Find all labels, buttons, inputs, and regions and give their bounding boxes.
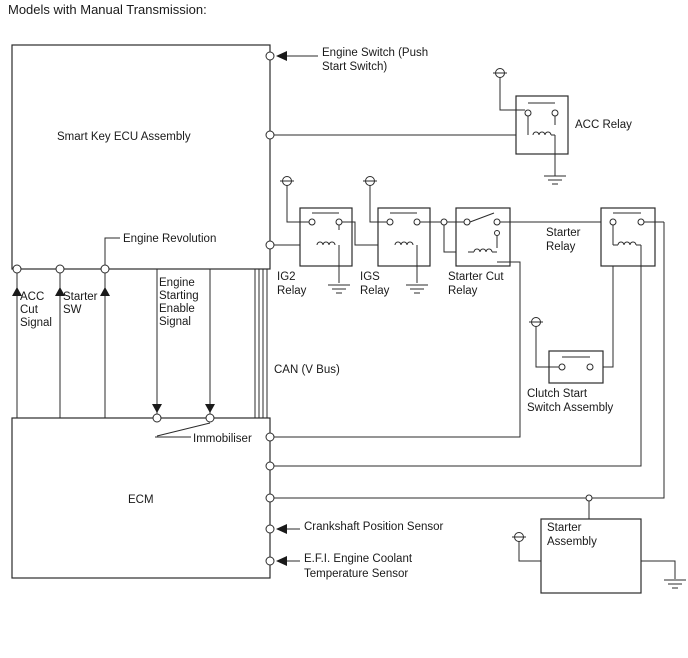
- ig2-to-igs-line: [342, 221, 393, 246]
- igs-relay-internals: [386, 212, 421, 283]
- junction: [440, 218, 448, 226]
- terminal: [265, 432, 275, 442]
- terminal: [55, 264, 65, 274]
- terminal: [205, 413, 215, 423]
- terminal: [265, 51, 275, 61]
- diagram-title: Models with Manual Transmission:: [8, 2, 207, 17]
- clutch-start-switch-label: Clutch Start Switch Assembly: [527, 388, 614, 414]
- starter-sw-label: Starter SW: [63, 291, 101, 316]
- crankshaft-arrow-icon: [276, 524, 287, 534]
- ecm-label: ECM: [128, 494, 154, 506]
- starter-cut-relay-box: [455, 207, 511, 267]
- engine-rev-leader: [104, 237, 120, 265]
- starter-assembly-box: [540, 518, 642, 594]
- ground-icon: [543, 175, 567, 185]
- ground-icon: [663, 579, 687, 589]
- immobiliser-arrow-icon: [205, 404, 215, 413]
- terminal: [12, 264, 22, 274]
- acc-cut-signal-label: ACC Cut Signal: [20, 291, 52, 329]
- crankshaft-sensor-label: Crankshaft Position Sensor: [304, 521, 444, 533]
- igs-power-line: [369, 184, 387, 223]
- coolant-sensor-label: E.F.I. Engine Coolant Temperature Sensor: [304, 553, 415, 580]
- starter-relay-label: Starter Relay: [546, 227, 584, 253]
- starter-relay-to-ecm-line: [274, 245, 642, 467]
- engine-rev-arrow-icon: [100, 287, 110, 296]
- can-bus-lines: [254, 269, 268, 418]
- starter-assembly-label: Starter Assembly: [547, 522, 597, 548]
- power-source-icon: [279, 176, 295, 186]
- immobiliser-leader: [156, 422, 211, 437]
- terminal: [265, 130, 275, 140]
- coolant-arrow-icon: [276, 556, 287, 566]
- power-source-icon: [511, 532, 527, 542]
- engine-switch-arrow-icon: [276, 51, 287, 61]
- terminal: [100, 264, 110, 274]
- junction: [585, 494, 593, 502]
- ig2-power-line: [286, 184, 309, 223]
- smart-key-ecu-label: Smart Key ECU Assembly: [57, 131, 191, 143]
- starter-sw-arrow-icon: [55, 287, 65, 296]
- smart-key-ecu-box: [11, 44, 271, 270]
- terminal: [152, 413, 162, 423]
- acc-cut-arrow-icon: [12, 287, 22, 296]
- terminal: [265, 524, 275, 534]
- immobiliser-label: Immobiliser: [193, 433, 252, 445]
- starter-output-line: [274, 222, 665, 499]
- power-source-icon: [492, 68, 508, 78]
- engine-switch-label: Engine Switch (Push Start Switch): [322, 47, 431, 73]
- starter-ground-line: [641, 560, 676, 579]
- acc-relay-box: [515, 95, 569, 155]
- terminal: [265, 240, 275, 250]
- starter-power-line: [518, 540, 541, 562]
- engine-starting-enable-label: Engine Starting Enable Signal: [159, 277, 202, 328]
- terminal: [265, 493, 275, 503]
- can-bus-label: CAN (V Bus): [274, 364, 340, 376]
- cut-relay-to-ecm-line: [274, 261, 521, 438]
- starter-relay-internals: [609, 212, 664, 246]
- starter-relay-box: [600, 207, 656, 267]
- engine-revolution-label: Engine Revolution: [123, 233, 216, 245]
- terminal: [265, 556, 275, 566]
- power-source-icon: [362, 176, 378, 186]
- acc-relay-internals: [524, 102, 559, 176]
- starting-enable-arrow-icon: [152, 404, 162, 413]
- acc-relay-label: ACC Relay: [575, 119, 632, 131]
- ecm-box: [11, 417, 271, 579]
- acc-power-line: [499, 75, 525, 111]
- ig2-relay-box: [299, 207, 353, 267]
- clutch-power-line: [535, 325, 559, 368]
- power-source-icon: [528, 317, 544, 327]
- ig2-relay-label: IG2 Relay: [277, 271, 307, 297]
- ground-icon: [405, 284, 429, 294]
- igs-relay-label: IGS Relay: [360, 271, 390, 297]
- terminal: [265, 461, 275, 471]
- igs-relay-box: [377, 207, 431, 267]
- clutch-switch-internals: [558, 356, 594, 371]
- starter-cut-relay-label: Starter Cut Relay: [448, 271, 507, 297]
- ground-icon: [327, 284, 351, 294]
